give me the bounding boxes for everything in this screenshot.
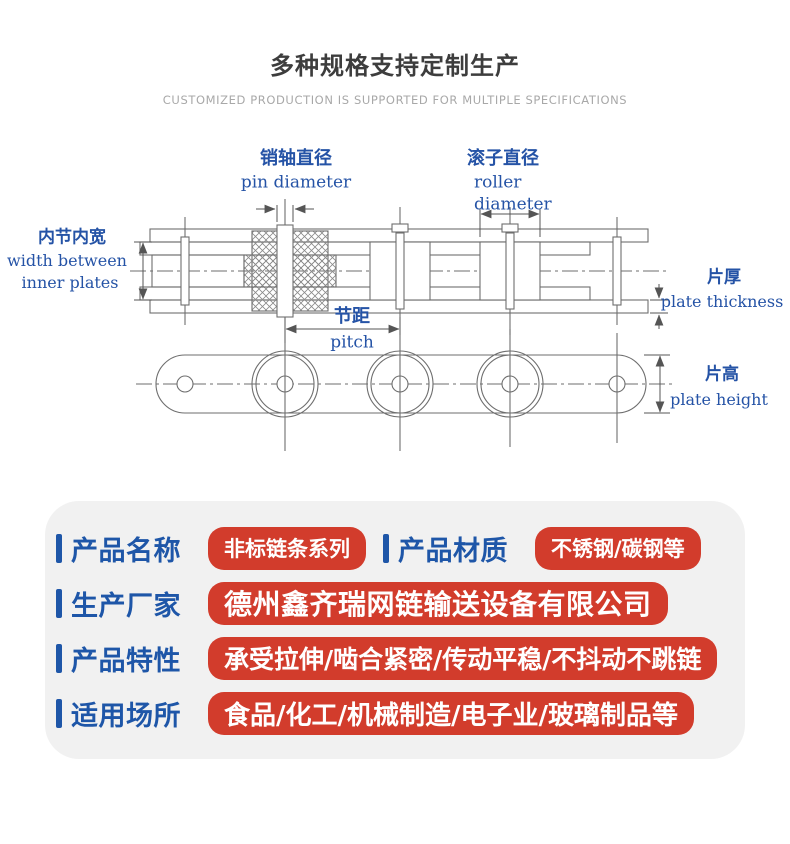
inner-width-label-zh: 内节内宽 [38,227,106,248]
applications-label-group: 适用场所 [56,694,181,733]
page-title: 多种规格支持定制生产 [270,52,520,80]
plate-height-label-zh: 片高 [705,364,739,385]
chain-diagram: 销轴直径 pin diameter 滚子直径 roller diameter 内… [0,121,790,451]
roller-diameter-label-en1: roller [474,172,522,193]
plate-thickness-label-zh: 片厚 [707,267,741,288]
pin-diameter-label-en: pin diameter [240,172,352,193]
blue-bar-icon [383,533,389,563]
manufacturer-label: 生产厂家 [71,590,181,622]
pitch-label-zh: 节距 [334,306,370,327]
product-name-value: 非标链条系列 [208,526,366,570]
product-name-label: 产品名称 [71,535,181,567]
applications-value: 食品/化工/机械制造/电子业/玻璃制品等 [208,691,694,735]
product-material-label-group: 产品材质 [383,529,508,568]
roller-diameter-label-en2: diameter [474,194,552,215]
features-value: 承受拉伸/啮合紧密/传动平稳/不抖动不跳链 [208,636,718,680]
blue-bar-icon [56,698,62,728]
pitch-label-en: pitch [330,332,374,353]
info-row-name-material: 产品名称 非标链条系列 产品材质 不锈钢/碳钢等 [56,526,745,570]
product-material-label: 产品材质 [398,535,508,567]
pin-diameter-label-zh: 销轴直径 [260,148,332,169]
manufacturer-value: 德州鑫齐瑞网链输送设备有限公司 [208,581,668,625]
features-label-group: 产品特性 [56,639,181,678]
inner-width-label-en2: inner plates [21,273,119,292]
plate-thickness-label-en: plate thickness [660,292,784,311]
chain-drawing [130,199,676,451]
inner-width-label-en1: width between [7,251,127,270]
header: 多种规格支持定制生产 CUSTOMIZED PRODUCTION IS SUPP… [0,0,790,107]
info-row-features: 产品特性 承受拉伸/啮合紧密/传动平稳/不抖动不跳链 [56,636,745,680]
blue-bar-icon [56,643,62,673]
info-row-applications: 适用场所 食品/化工/机械制造/电子业/玻璃制品等 [56,691,745,735]
product-name-label-group: 产品名称 [56,529,181,568]
product-info-card: 产品名称 非标链条系列 产品材质 不锈钢/碳钢等 生产厂家 德州鑫齐瑞网链输送设… [45,501,745,759]
product-material-value: 不锈钢/碳钢等 [535,526,701,570]
blue-bar-icon [56,588,62,618]
plate-height-label-en: plate height [670,390,768,409]
blue-bar-icon [56,533,62,563]
manufacturer-label-group: 生产厂家 [56,584,181,623]
features-label: 产品特性 [71,645,181,677]
page-subtitle: CUSTOMIZED PRODUCTION IS SUPPORTED FOR M… [162,93,628,107]
info-row-manufacturer: 生产厂家 德州鑫齐瑞网链输送设备有限公司 [56,581,745,625]
roller-diameter-label-zh: 滚子直径 [467,148,539,169]
applications-label: 适用场所 [71,700,181,732]
